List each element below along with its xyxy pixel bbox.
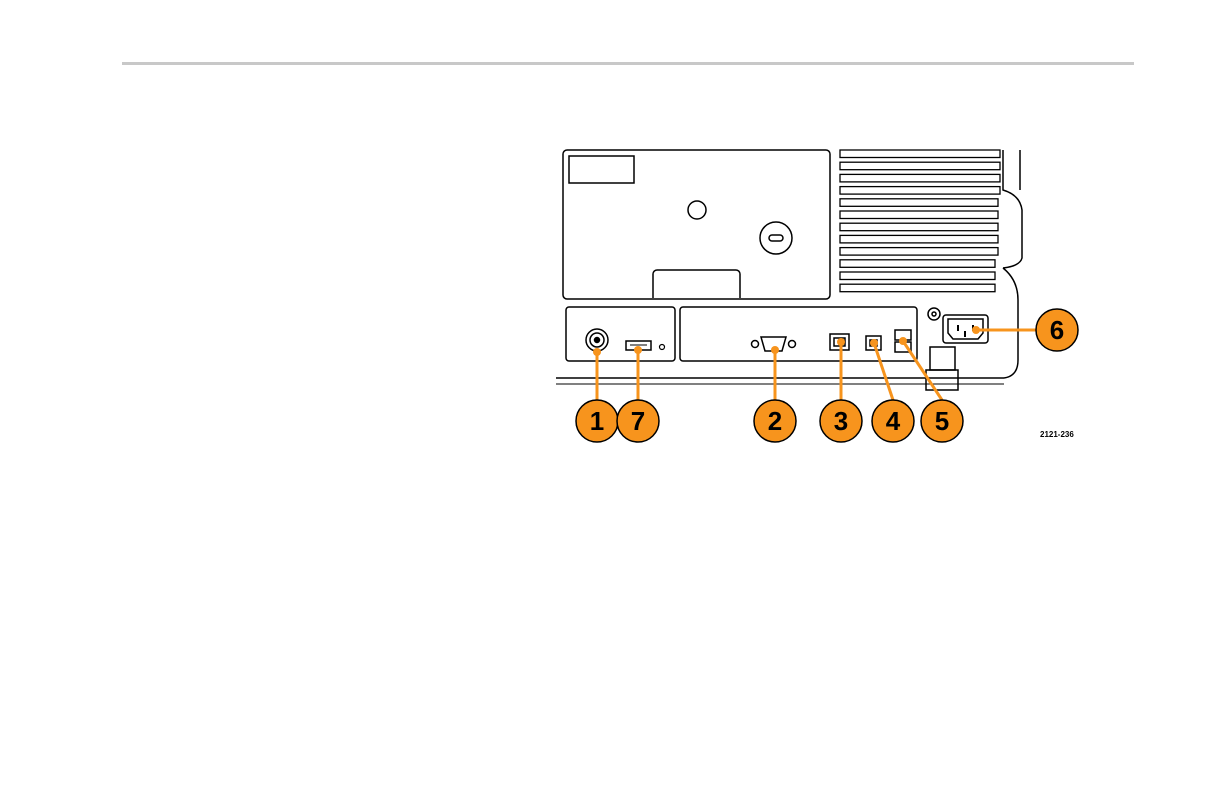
callout-4: 4 xyxy=(870,339,914,442)
vent-slot xyxy=(840,235,998,243)
callout-number: 5 xyxy=(935,406,949,436)
vent-slot xyxy=(840,248,998,256)
callout-anchor-dot xyxy=(972,326,980,334)
vent-slot xyxy=(840,284,995,292)
ground-screw-icon xyxy=(928,308,940,320)
figure-id: 2121-236 xyxy=(1040,430,1074,439)
callout-anchor-dot xyxy=(634,346,642,354)
callout-leader xyxy=(874,343,893,400)
vent-slot xyxy=(840,174,1000,182)
lock-slot-inner xyxy=(769,235,783,241)
top-cover-plate xyxy=(563,150,830,299)
callout-anchor-dot xyxy=(899,337,907,345)
label-plate xyxy=(569,156,634,183)
callout-number: 6 xyxy=(1050,315,1064,345)
callout-number: 2 xyxy=(768,406,782,436)
callout-1: 1 xyxy=(576,348,618,442)
callout-3: 3 xyxy=(820,338,862,442)
side-bracket xyxy=(1003,150,1022,378)
lock-slot xyxy=(760,222,792,254)
callout-anchor-dot xyxy=(837,338,845,346)
vent-slot xyxy=(840,187,1000,195)
vent-slot xyxy=(840,223,998,231)
vent-slot xyxy=(840,199,998,207)
left-connector-panel xyxy=(566,307,675,361)
mount-hole xyxy=(688,201,706,219)
vent-slot xyxy=(840,272,995,280)
vent-slot xyxy=(840,162,1000,170)
callout-number: 1 xyxy=(590,406,604,436)
main-connector-panel xyxy=(680,307,917,361)
vent-slot xyxy=(840,211,998,219)
callout-anchor-dot xyxy=(593,348,601,356)
bnc-connector-icon xyxy=(586,329,608,351)
handle-recess xyxy=(653,270,740,298)
indicator-hole xyxy=(660,345,665,350)
callout-number: 4 xyxy=(886,406,901,436)
vent-slot xyxy=(840,260,995,268)
vent-slot xyxy=(840,150,1000,158)
callout-number: 3 xyxy=(834,406,848,436)
callout-number: 7 xyxy=(631,406,645,436)
callout-anchor-dot xyxy=(870,339,878,347)
callout-anchor-dot xyxy=(771,346,779,354)
cooling-vents xyxy=(840,150,1000,292)
